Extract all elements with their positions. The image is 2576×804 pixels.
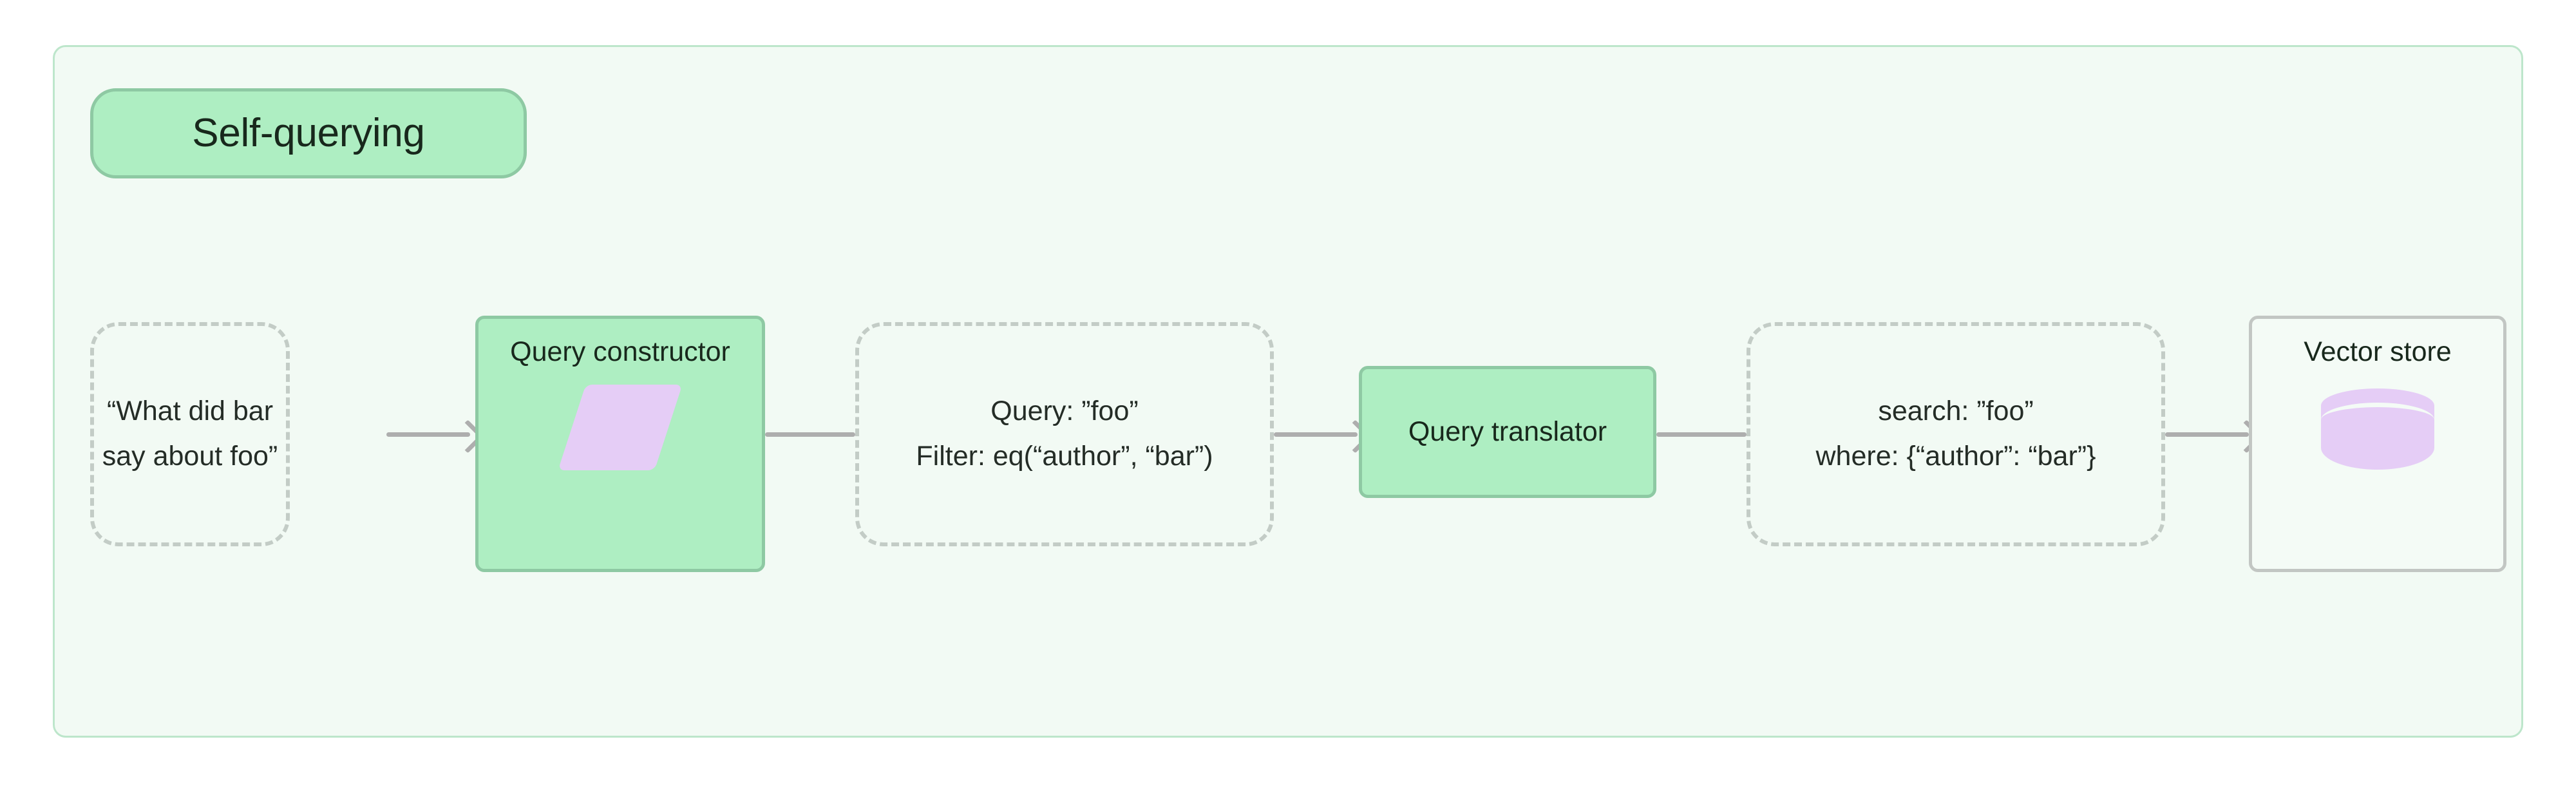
node-native-query[interactable]: search: ”foo” where: {“author”: “bar”} [1747, 322, 2165, 546]
subgraph-title-label: Self-querying [192, 111, 425, 155]
subgraph-title-badge: Self-querying [90, 88, 527, 178]
node-query-translator[interactable]: Query translator [1359, 366, 1656, 498]
node-vector-store[interactable]: Vector store [2249, 316, 2506, 572]
database-cylinder-icon [2321, 388, 2434, 486]
node-query-translator-label: Query translator [1408, 416, 1607, 447]
node-user-query-line-1: “What did bar [106, 396, 274, 427]
edge-query-translator-to-native-query [1656, 432, 1747, 437]
node-structured-query-line-2: Filter: eq(“author”, “bar”) [916, 441, 1213, 472]
node-native-query-line-1: search: ”foo” [1878, 396, 2034, 427]
node-query-constructor-label: Query constructor [510, 336, 730, 367]
node-user-query[interactable]: “What did bar say about foo” [90, 322, 290, 546]
node-native-query-line-2: where: {“author”: “bar”} [1815, 441, 2096, 472]
node-query-constructor[interactable]: Query constructor [475, 316, 765, 572]
cylinder-rim [2321, 402, 2434, 437]
edge-user-query-to-query-constructor [386, 432, 470, 437]
edge-structured-query-to-query-translator [1274, 432, 1358, 437]
node-user-query-line-2: say about foo” [102, 441, 278, 472]
node-vector-store-label: Vector store [2304, 336, 2452, 367]
edge-native-query-to-vector-store [2165, 432, 2249, 437]
edge-query-constructor-to-structured-query [765, 432, 855, 437]
node-structured-query-line-1: Query: ”foo” [990, 396, 1139, 427]
node-structured-query[interactable]: Query: ”foo” Filter: eq(“author”, “bar”) [855, 322, 1274, 546]
llm-parallelogram-icon [558, 384, 683, 470]
